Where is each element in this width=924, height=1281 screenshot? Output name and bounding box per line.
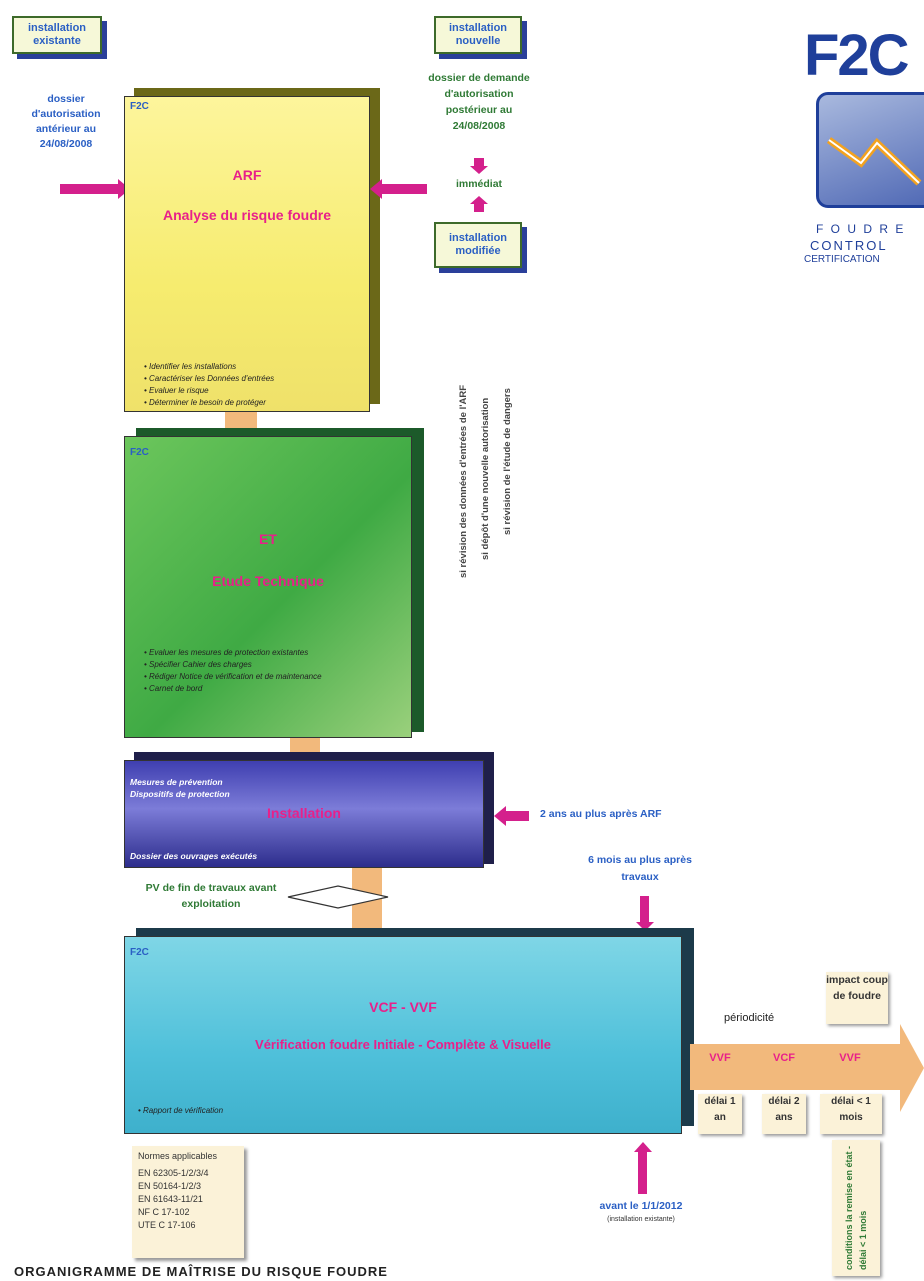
norm-item: EN 61643-11/21 — [138, 1194, 203, 1204]
conditions-box — [832, 1140, 880, 1276]
logo-line1: F O U D R E — [816, 222, 906, 236]
installation-title: Installation — [267, 805, 341, 821]
timeline-arrow-body — [690, 1044, 902, 1090]
up-arrow-icon — [474, 204, 484, 212]
after-works-arrow — [640, 896, 649, 922]
before-date-arrow-head — [634, 1142, 652, 1152]
installation-bottom: Dossier des ouvrages exécutés — [130, 851, 258, 861]
logo-letters: F2C — [804, 23, 910, 88]
tag-new-installation: installation nouvelle — [434, 16, 522, 54]
et-box: F2C ET Etude Technique Evaluer les mesur… — [124, 436, 412, 738]
up-arrow-head — [470, 196, 488, 204]
vcf-code: VCF - VVF — [369, 999, 437, 1015]
right-dossier-note: dossier de demande d'autorisation postér… — [428, 72, 530, 132]
tag-modified-installation: installation modifiée — [434, 222, 522, 268]
timeline-delay: délai < 1 mois — [820, 1094, 882, 1134]
timeline-delay: délai 2 ans — [762, 1094, 806, 1134]
before-date-note: avant le 1/1/2012 — [599, 1200, 683, 1212]
norm-item: UTE C 17-106 — [138, 1220, 196, 1230]
pv-note: PV de fin de travaux avant exploitation — [145, 882, 277, 910]
et-bullet: Evaluer les mesures de protection exista… — [149, 647, 322, 659]
right-arrow-head — [370, 179, 382, 199]
left-arrow — [60, 184, 120, 194]
timeline-arrow-head — [900, 1024, 924, 1112]
down-arrow-head — [470, 166, 488, 174]
norm-item: NF C 17-102 — [138, 1207, 190, 1217]
installation-top-line2: Dispositifs de protection — [130, 789, 230, 799]
after-works-arrow-head — [636, 922, 654, 931]
right-arrow — [381, 184, 427, 194]
arf-title: Analyse du risque foudre — [162, 207, 332, 223]
footer-title: ORGANIGRAMME DE MAÎTRISE DU RISQUE FOUDR… — [14, 1264, 388, 1279]
vertical-note: si dépôt d'une nouvelle autorisation — [480, 397, 491, 560]
timeline-code: VVF — [709, 1052, 731, 1064]
et-title: Etude Technique — [212, 573, 324, 589]
before-date-arrow — [638, 1152, 647, 1194]
arf-bullet: Identifier les installations — [149, 361, 274, 373]
conditions-note: conditions la remise en état - délai < 1… — [844, 1145, 868, 1270]
vcf-brand: F2C — [130, 947, 149, 958]
after-works-note: 6 mois au plus après travaux — [588, 854, 692, 883]
norm-item: EN 62305-1/2/3/4 — [138, 1168, 209, 1178]
norms-title: Normes applicables — [138, 1151, 218, 1161]
norms-box: Normes applicables EN 62305-1/2/3/4 EN 5… — [132, 1146, 244, 1258]
et-bullet: Rédiger Notice de vérification et de mai… — [149, 671, 322, 683]
arf-bullet: Evaluer le risque — [149, 385, 274, 397]
logo-line3: CERTIFICATION — [804, 254, 880, 265]
connector-arf-et — [225, 410, 257, 432]
left-dossier-note: dossier d'autorisation antérieur au 24/0… — [31, 93, 101, 150]
lightning-icon — [816, 92, 924, 208]
install-delay-note: 2 ans au plus après ARF — [540, 808, 662, 820]
vcf-bullet: Rapport de vérification — [143, 1105, 223, 1117]
arf-bullets: Identifier les installations Caractérise… — [137, 361, 274, 409]
installation-box: Mesures de prévention Dispositifs de pro… — [124, 760, 484, 868]
tag-existing-installation: installation existante — [12, 16, 102, 54]
et-bullet: Spécifier Cahier des charges — [149, 659, 322, 671]
et-bullet: Carnet de bord — [149, 683, 322, 695]
et-brand: F2C — [130, 447, 149, 458]
et-code: ET — [259, 531, 277, 547]
arf-bullet: Caractériser les Données d'entrées — [149, 373, 274, 385]
arf-brand: F2C — [130, 101, 149, 112]
arf-code: ARF — [232, 167, 262, 183]
periodicity-label: périodicité — [724, 1012, 775, 1024]
lightning-bolt-icon — [826, 137, 922, 186]
installation-arrow — [505, 811, 529, 821]
timeline-delay: délai 1 an — [698, 1094, 742, 1134]
installation-top-line1: Mesures de prévention — [130, 777, 223, 787]
et-bullets: Evaluer les mesures de protection exista… — [137, 647, 322, 695]
logo-line2: CONTROL — [810, 238, 888, 253]
installation-arrow-head — [494, 806, 506, 826]
vcf-title: Vérification foudre Initiale - Complète … — [255, 1037, 551, 1052]
before-date-sub: (installation existante) — [607, 1216, 675, 1223]
impact-note: impact coup de foudre — [826, 972, 888, 1024]
arf-box: F2C ARF Analyse du risque foudre Identif… — [124, 96, 370, 412]
timeline-code: VVF — [839, 1052, 861, 1064]
decision-diamond-icon — [287, 885, 389, 909]
vertical-note: si révision de l'étude de dangers — [502, 388, 513, 535]
vcf-bullets: Rapport de vérification — [131, 1105, 223, 1117]
timeline-code: VCF — [773, 1052, 795, 1064]
immediate-note: immédiat — [455, 178, 503, 190]
down-arrow-icon — [474, 158, 484, 166]
f2c-logo: F2C F O U D R E CONTROL CERTIFICATION — [798, 26, 924, 306]
vertical-note: si révision des données d'entrées de l'A… — [458, 385, 469, 578]
vcf-box: F2C VCF - VVF Vérification foudre Initia… — [124, 936, 682, 1134]
norm-item: EN 50164-1/2/3 — [138, 1181, 202, 1191]
arf-bullet: Déterminer le besoin de protéger — [149, 397, 274, 409]
